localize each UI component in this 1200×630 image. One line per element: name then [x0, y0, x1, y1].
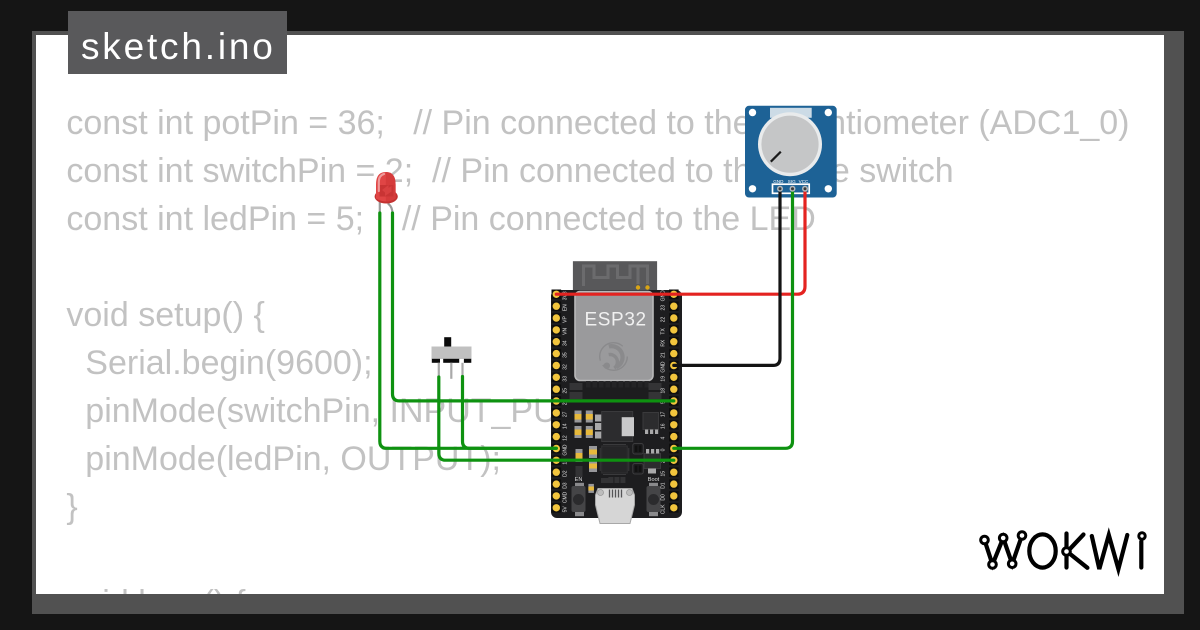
svg-text:EN: EN	[575, 477, 583, 483]
svg-text:D2: D2	[563, 470, 569, 477]
svg-text:27: 27	[563, 411, 569, 417]
svg-text:32: 32	[563, 364, 569, 370]
svg-text:15: 15	[661, 471, 667, 477]
svg-text:EN: EN	[563, 304, 569, 311]
svg-text:35: 35	[563, 352, 569, 358]
svg-text:17: 17	[661, 411, 667, 417]
svg-text:33: 33	[563, 376, 569, 382]
svg-text:CLK: CLK	[661, 504, 667, 514]
svg-text:VCC: VCC	[799, 179, 809, 184]
svg-text:4: 4	[661, 436, 667, 439]
svg-text:TX: TX	[661, 328, 667, 335]
svg-text:12: 12	[563, 435, 569, 441]
svg-text:Boot: Boot	[648, 477, 660, 483]
svg-text:GND: GND	[661, 361, 667, 373]
svg-text:CMD: CMD	[563, 491, 569, 503]
svg-text:SIG: SIG	[788, 179, 796, 184]
svg-text:25: 25	[563, 388, 569, 394]
svg-text:ESP32: ESP32	[585, 310, 647, 331]
svg-text:22: 22	[661, 317, 667, 323]
svg-text:VN: VN	[563, 328, 569, 335]
svg-text:D0: D0	[661, 494, 667, 501]
svg-text:D1: D1	[661, 482, 667, 489]
svg-text:GND: GND	[563, 444, 569, 456]
svg-text:21: 21	[661, 352, 667, 358]
svg-text:5V: 5V	[563, 506, 569, 513]
svg-text:18: 18	[661, 388, 667, 394]
svg-text:19: 19	[661, 376, 667, 382]
svg-text:0: 0	[661, 448, 667, 451]
svg-text:14: 14	[563, 423, 569, 429]
svg-text:16: 16	[661, 423, 667, 429]
svg-text:RX: RX	[661, 339, 667, 347]
svg-text:VP: VP	[563, 316, 569, 323]
svg-text:34: 34	[563, 340, 569, 346]
svg-text:23: 23	[661, 305, 667, 311]
svg-text:GND: GND	[773, 179, 784, 184]
svg-text:D3: D3	[563, 482, 569, 489]
